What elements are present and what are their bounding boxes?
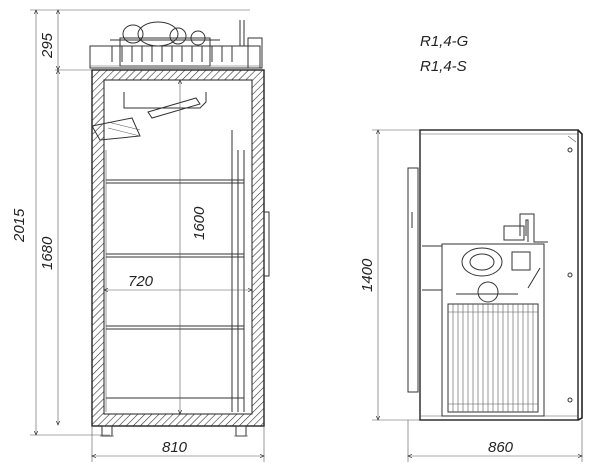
cabinet-body	[91, 69, 270, 462]
dim-width: 810	[162, 439, 188, 456]
dim-depth: 860	[488, 439, 514, 456]
dim-body-height: 1680	[39, 236, 56, 270]
model-label-g: R1,4-G	[420, 33, 469, 50]
refrigeration-unit	[89, 20, 263, 69]
dim-inner-width: 720	[128, 273, 154, 290]
model-label-s: R1,4-S	[420, 58, 467, 75]
compressor-compartment	[422, 213, 548, 417]
dim-total-height: 2015	[11, 208, 28, 243]
front-view: 2015 295 1680 1600 720 810	[11, 10, 270, 462]
side-view: 1400 860	[359, 129, 583, 462]
dim-unit-height: 295	[39, 32, 56, 59]
dim-inner-height: 1600	[191, 206, 208, 240]
dim-side-height: 1400	[359, 258, 376, 292]
